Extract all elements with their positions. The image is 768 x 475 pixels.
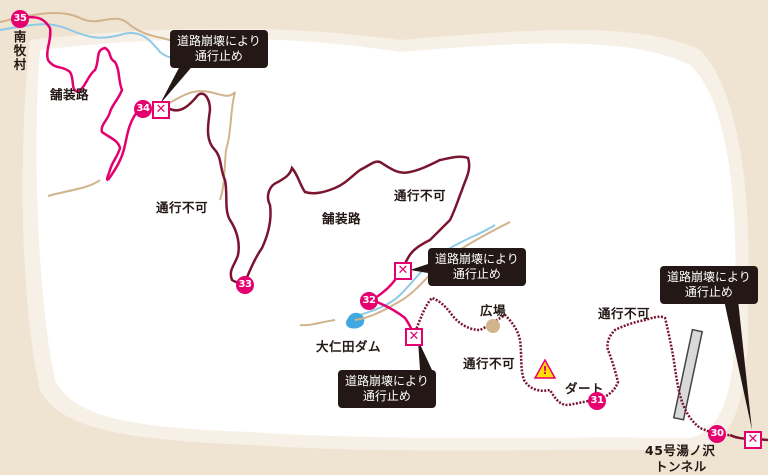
closure-icon-34: ✕ xyxy=(152,101,170,119)
closure-icon-30: ✕ xyxy=(744,431,762,449)
map-inner-area xyxy=(36,38,736,438)
closure-icon-32-south: ✕ xyxy=(405,328,423,346)
marker-34[interactable]: 34 xyxy=(134,100,152,118)
label-impassable-2: 通行不可 xyxy=(394,188,447,203)
callout-road-collapse-2: 道路崩壊により 通行止め xyxy=(428,248,526,286)
marker-30[interactable]: 30 xyxy=(708,425,726,443)
label-dam: 大仁田ダム xyxy=(316,339,382,354)
warning-icon: ! xyxy=(542,364,548,377)
callout-road-collapse-3: 道路崩壊により 通行止め xyxy=(338,370,436,408)
paved-route-35-34 xyxy=(19,15,124,182)
road-top xyxy=(0,12,181,46)
label-tunnel-line1: 45号湯ノ沢 xyxy=(645,443,716,458)
road-34 xyxy=(159,90,236,201)
marker-32[interactable]: 32 xyxy=(360,292,378,310)
road-dam-left xyxy=(299,319,336,327)
label-paved-1: 舗装路 xyxy=(50,87,90,102)
label-plaza: 広場 xyxy=(480,303,507,318)
label-village: 南牧村 xyxy=(13,29,27,72)
marker-31[interactable]: 31 xyxy=(588,392,606,410)
plaza-dot xyxy=(486,319,500,333)
callout-road-collapse-1: 道路崩壊により 通行止め xyxy=(170,30,268,68)
callout-road-collapse-4: 道路崩壊により 通行止め xyxy=(660,266,758,304)
marker-35[interactable]: 35 xyxy=(11,10,29,28)
river-dam xyxy=(359,224,496,316)
marker-33[interactable]: 33 xyxy=(236,276,254,294)
closed-route-34-33 xyxy=(167,92,246,285)
callout-pointer-1 xyxy=(160,62,196,104)
label-impassable-1: 通行不可 xyxy=(156,200,209,215)
road-bottom-left xyxy=(47,179,101,197)
label-impassable-4: 通行不可 xyxy=(598,306,651,321)
paved-route-34-link xyxy=(106,107,141,181)
callout-pointer-4 xyxy=(724,300,752,430)
label-impassable-3: 通行不可 xyxy=(463,356,516,371)
closure-icon-32-north: ✕ xyxy=(394,262,412,280)
warning-sign xyxy=(533,358,557,379)
label-tunnel-line2: トンネル xyxy=(655,459,707,474)
callout-pointer-3 xyxy=(418,340,432,370)
label-paved-2: 舗装路 xyxy=(322,211,362,226)
closed-route-33-32 xyxy=(243,155,471,283)
road-dam xyxy=(354,221,511,321)
